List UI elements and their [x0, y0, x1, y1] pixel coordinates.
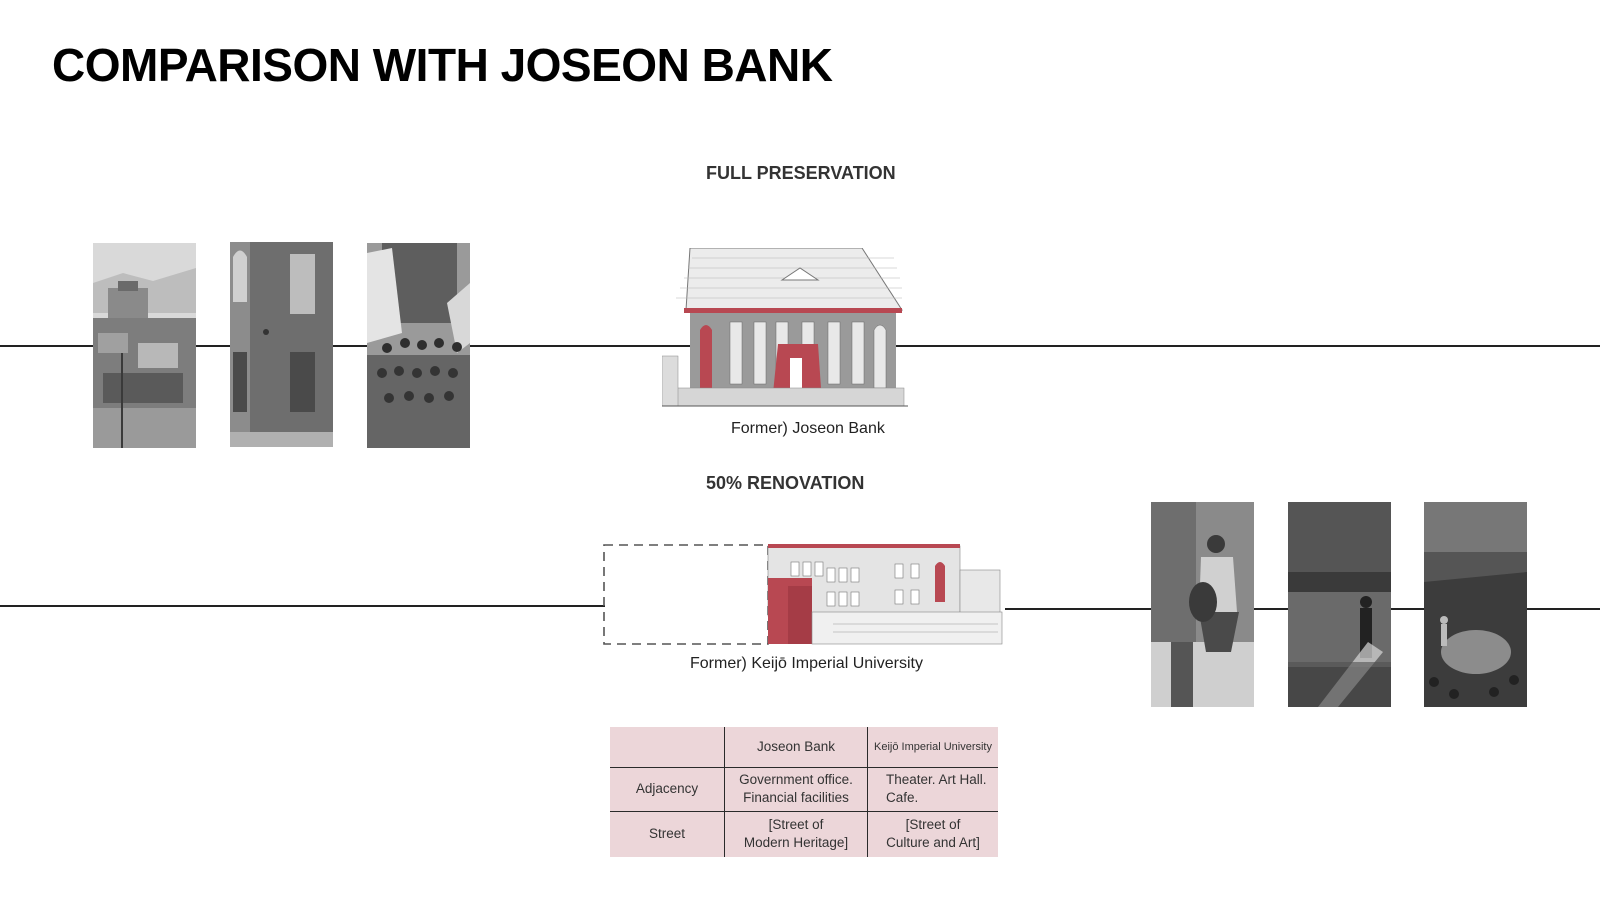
cell-joseon-street: [Street of Modern Heritage]	[724, 810, 868, 857]
cell-keijo-adjacency: Theater. Art Hall. Cafe.	[867, 766, 998, 812]
joseon-bank-caption: Former) Joseon Bank	[731, 420, 885, 437]
street-musician-photo	[1151, 502, 1254, 707]
keijo-university-caption: Former) Keijō Imperial University	[690, 655, 923, 672]
historic-building-facade-photo	[230, 242, 333, 447]
table-header-keijo: Keijō Imperial University	[867, 727, 998, 768]
keijo-university-elevation	[603, 542, 1003, 652]
joseon-bank-elevation	[661, 247, 930, 423]
table-header-joseon: Joseon Bank	[724, 727, 868, 768]
table-row: Adjacency Government office. Financial f…	[610, 766, 998, 812]
row-label-adjacency: Adjacency	[610, 766, 725, 812]
cell-joseon-adjacency: Government office. Financial facilities	[724, 766, 868, 812]
historic-group-photo	[367, 243, 470, 448]
table-row: Street [Street of Modern Heritage] [Stre…	[610, 810, 998, 857]
historic-city-photo	[93, 243, 196, 448]
comparison-table: Joseon Bank Keijō Imperial University Ad…	[610, 727, 998, 857]
stage-performance-photo	[1424, 502, 1527, 707]
row-label-street: Street	[610, 810, 725, 857]
page-title: COMPARISON WITH JOSEON BANK	[52, 39, 833, 91]
timeline-line-bottom-left	[0, 605, 605, 607]
concert-photo	[1288, 502, 1391, 707]
table-header-empty	[610, 727, 725, 768]
cell-keijo-street: [Street of Culture and Art]	[867, 810, 998, 857]
renovation-label: 50% RENOVATION	[706, 473, 865, 493]
full-preservation-label: FULL PRESERVATION	[706, 163, 896, 183]
